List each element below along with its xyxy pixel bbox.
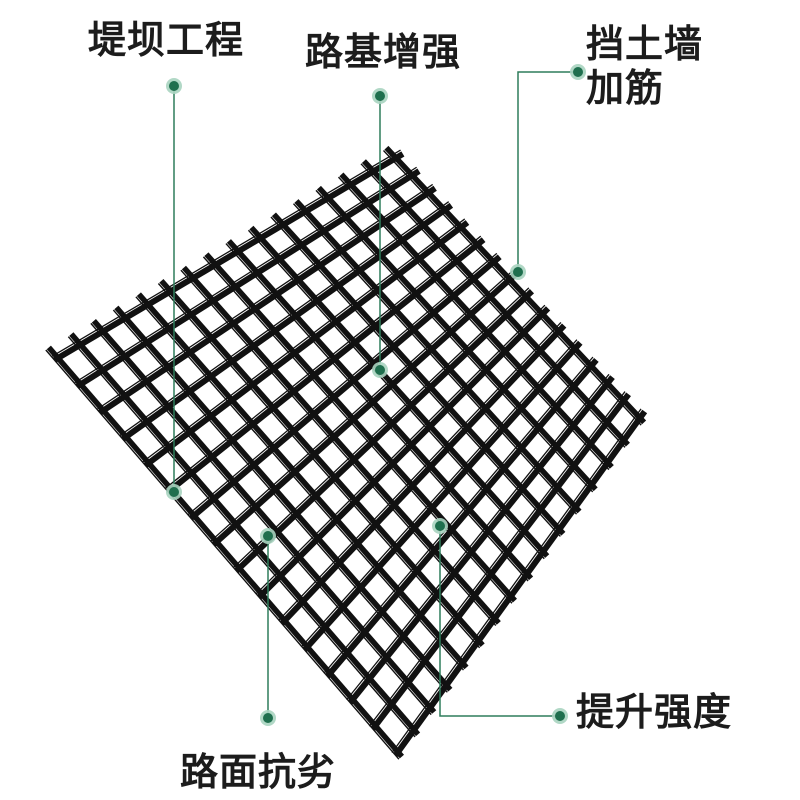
grid-strand-across: [210, 270, 514, 542]
marker-dot: [375, 91, 385, 101]
grid-strand-down: [247, 229, 545, 560]
grid-rib-across: [302, 340, 583, 652]
grid-strand-down: [67, 336, 416, 738]
grid-rib-down: [46, 345, 405, 759]
leader-retaining-line: [517, 71, 578, 272]
grid-strand-across: [164, 235, 482, 489]
grid-rib-across: [257, 306, 551, 600]
label-retaining-wall: 挡土墙 加筋: [586, 22, 703, 110]
grid-rib-down: [204, 252, 517, 603]
grid-strand-across: [187, 252, 498, 516]
label-retaining-wall-line2: 加筋: [586, 66, 665, 110]
grid-rib-across: [121, 202, 454, 442]
leader-lines: [173, 71, 578, 718]
grid-strand-across: [74, 166, 417, 384]
grid-rib-down: [91, 318, 437, 714]
grid-rib-down: [136, 292, 469, 670]
grid-rib-across: [53, 151, 405, 363]
grid-strand-down: [90, 322, 432, 716]
grid-strand-down: [180, 269, 497, 627]
label-dam-engineering: 堤坝工程: [88, 18, 245, 62]
grid-strand-across: [51, 149, 401, 357]
grid-strand-down: [225, 243, 529, 582]
grid-rib-across: [234, 288, 535, 574]
grid-rib-down: [69, 332, 421, 737]
grid-strand-across: [119, 201, 450, 436]
geogrid-mesh: [45, 145, 648, 760]
grid-strand-across: [255, 304, 546, 595]
grid-strand-across: [232, 287, 530, 569]
grid-strand-across: [368, 391, 626, 727]
grid-rib-across: [370, 392, 631, 731]
marker-dot: [555, 711, 565, 721]
label-pavement-anti-deterioration: 路面抗劣: [180, 750, 337, 794]
grid-rib-down: [181, 265, 501, 625]
grid-strand-down: [45, 349, 400, 760]
grid-strand-down: [135, 296, 465, 671]
grid-rib-down: [114, 305, 453, 692]
marker-dot: [573, 67, 583, 77]
grid-strand-down: [202, 256, 513, 604]
label-subgrade-reinforcement: 路基增强: [305, 30, 462, 74]
grid-strand-down: [270, 216, 561, 537]
grid-strand-across: [97, 183, 434, 410]
grid-strand-across: [300, 339, 578, 648]
grid-strand-across: [323, 356, 594, 674]
marker-dot: [169, 487, 179, 497]
grid-strand-across: [278, 321, 562, 621]
grid-rib-across: [211, 271, 518, 547]
grid-rib-across: [347, 375, 615, 705]
label-retaining-wall-line1: 挡土墙: [586, 22, 704, 66]
grid-strand-down: [157, 283, 481, 649]
grid-rib-down: [159, 279, 485, 647]
grid-strand-across: [391, 408, 642, 753]
grid-rib-across: [279, 323, 567, 626]
marker-dot: [375, 365, 385, 375]
marker-dot: [263, 713, 273, 723]
marker-dot: [513, 267, 523, 277]
grid-rib-across: [325, 357, 599, 679]
grid-rib-across: [143, 220, 470, 468]
grid-rib-across: [393, 409, 648, 757]
leader-strength-line: [439, 526, 560, 717]
grid-strand-down: [292, 203, 578, 515]
grid-strand-across: [346, 373, 610, 701]
grid-rib-down: [249, 225, 550, 558]
marker-dot: [263, 531, 273, 541]
grid-rib-across: [75, 168, 421, 389]
grid-rib-down: [271, 212, 566, 536]
grid-strand-across: [142, 218, 466, 463]
leader-markers: [166, 64, 586, 726]
marker-dot: [435, 521, 445, 531]
grid-strand-down: [112, 309, 448, 693]
marker-dot: [169, 81, 179, 91]
grid-rib-down: [226, 239, 534, 581]
label-increase-strength: 提升强度: [576, 690, 733, 734]
grid-rib-across: [189, 254, 502, 521]
grid-rib-across: [166, 237, 486, 495]
